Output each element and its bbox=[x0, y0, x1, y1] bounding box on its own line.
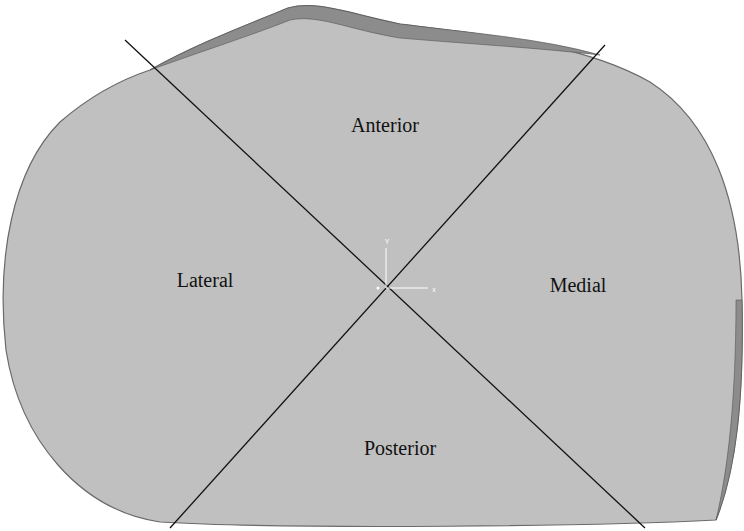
axis-label: Y bbox=[385, 238, 390, 245]
y-axis bbox=[386, 248, 387, 288]
division-line bbox=[170, 45, 605, 528]
region-label: Medial bbox=[550, 274, 607, 297]
region-label: Anterior bbox=[351, 114, 419, 137]
mesh-edge bbox=[716, 300, 742, 520]
mesh-edge bbox=[150, 6, 600, 70]
origin-marker bbox=[377, 287, 380, 290]
region-label: Posterior bbox=[364, 437, 436, 460]
axis-label: x bbox=[432, 286, 436, 293]
x-axis bbox=[386, 288, 428, 289]
bone-outline bbox=[3, 6, 742, 527]
division-line bbox=[125, 40, 645, 528]
region-label: Lateral bbox=[177, 269, 234, 292]
